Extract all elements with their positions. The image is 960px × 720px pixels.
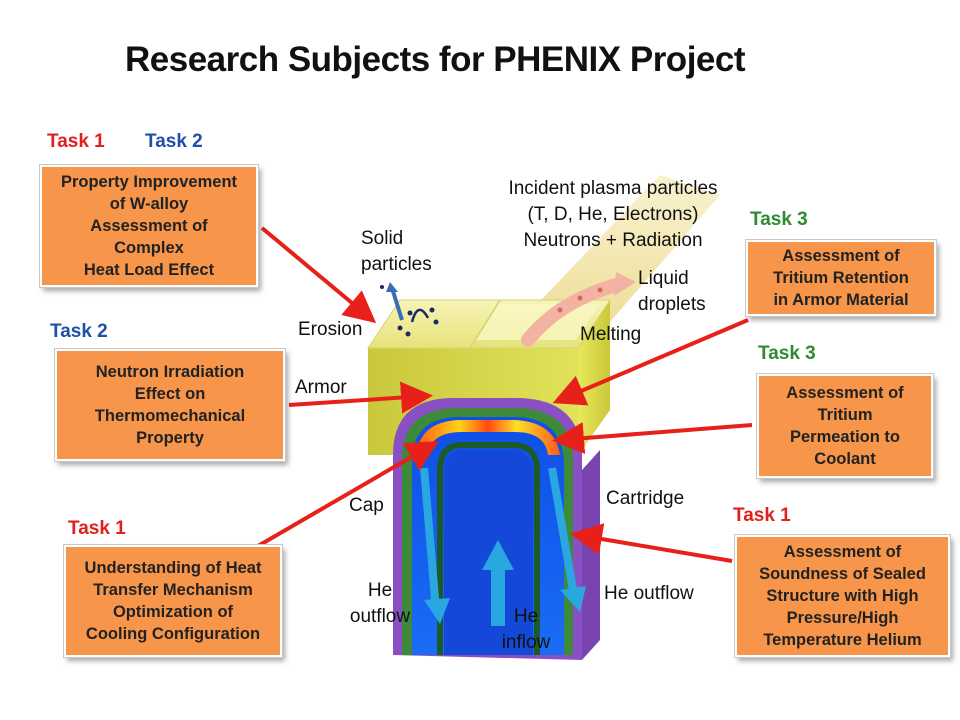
task-label-task1-soundness: Task 1: [733, 505, 791, 526]
arrow-walloy: [260, 226, 377, 324]
box-walloy: Property Improvement of W-alloy Assessme…: [39, 164, 259, 288]
box-tritium-retention: Assessment of Tritium Retention in Armor…: [745, 239, 937, 317]
he-inflow-line: inflow: [501, 632, 551, 653]
liquid-line: droplets: [638, 294, 706, 315]
task-label-task2-walloy: Task 2: [145, 131, 203, 152]
box-permeation-line: Assessment of: [786, 384, 904, 402]
cap-label: Cap: [349, 495, 384, 516]
he-inflow-label: He inflow: [488, 604, 564, 656]
box-neutron-line: Property: [136, 429, 204, 447]
incident-line: Neutrons + Radiation: [523, 230, 703, 251]
box-neutron-line: Neutron Irradiation: [95, 363, 245, 381]
box-retention-line: Assessment of: [782, 247, 900, 265]
task-label-task1-heat: Task 1: [68, 518, 126, 539]
he-outflow-left-label: He outflow: [338, 578, 422, 630]
heat-region: [416, 420, 560, 458]
box-soundness-line: Pressure/High: [786, 609, 899, 627]
liquid-droplets-icon: [521, 272, 636, 347]
inner-lining: [437, 442, 540, 655]
box-neutron-line: Effect on: [134, 385, 206, 403]
box-retention-line: in Armor Material: [773, 291, 909, 309]
page-title: Research Subjects for PHENIX Project: [125, 40, 746, 79]
arrow-heat-transfer: [256, 440, 439, 548]
armor-side-face: [578, 300, 610, 455]
task-label-task1-walloy: Task 1: [47, 131, 105, 152]
solid-particles-icon: [380, 282, 439, 337]
solid-particles-label: Solid particles: [361, 226, 432, 278]
task-label-task3-permeation: Task 3: [758, 343, 816, 364]
cartridge-side: [582, 450, 600, 660]
armor-label: Armor: [295, 377, 347, 398]
box-permeation-line: Tritium: [817, 406, 873, 424]
solid-line: particles: [361, 254, 432, 275]
arrow-soundness: [570, 523, 733, 563]
box-retention-line: Tritium Retention: [773, 269, 909, 287]
arrow-neutron: [288, 381, 433, 414]
he-outflow-left-line: He: [367, 580, 393, 601]
box-neutron-line: Thermomechanical: [94, 407, 246, 425]
he-outflow-right-arrow: [548, 467, 586, 612]
liquid-line: Liquid: [638, 268, 689, 289]
task-label-task3-retention: Task 3: [750, 209, 808, 230]
box-heat-transfer-line: Understanding of Heat: [84, 559, 262, 577]
solid-line: Solid: [361, 228, 404, 249]
box-soundness-line: Soundness of Sealed: [759, 565, 926, 583]
box-soundness-line: Temperature Helium: [763, 631, 922, 649]
liquid-droplets-label: Liquid droplets: [638, 266, 706, 318]
box-soundness: Assessment of Soundness of Sealed Struct…: [734, 534, 951, 658]
he-inflow-arrow: [482, 540, 514, 626]
box-walloy-line: Complex: [114, 239, 184, 257]
box-heat-transfer-line: Cooling Configuration: [85, 625, 261, 643]
he-inflow-line: He: [513, 606, 539, 627]
arrow-retention: [552, 318, 749, 406]
box-permeation-line: Coolant: [814, 450, 876, 468]
box-walloy-line: Assessment of: [90, 217, 208, 235]
incident-line: (T, D, He, Electrons): [527, 204, 699, 225]
box-heat-transfer-line: Transfer Mechanism: [93, 581, 253, 599]
box-permeation-line: Permeation to: [789, 428, 900, 446]
melting-label: Melting: [580, 324, 642, 345]
box-walloy-line: Heat Load Effect: [83, 261, 215, 279]
task-label-task2-neutron: Task 2: [50, 321, 108, 342]
box-walloy-line: of W-alloy: [109, 195, 189, 213]
box-soundness-line: Assessment of: [783, 543, 902, 561]
box-walloy-line: Property Improvement: [60, 173, 238, 191]
box-heat-transfer: Understanding of Heat Transfer Mechanism…: [63, 544, 283, 658]
erosion-label: Erosion: [298, 319, 363, 340]
box-neutron: Neutron Irradiation Effect on Thermomech…: [54, 348, 286, 462]
inner-coolant: [444, 450, 533, 655]
cartridge-label: Cartridge: [606, 488, 685, 509]
armor-top-divider: [469, 299, 501, 349]
incident-line: Incident plasma particles: [508, 178, 718, 199]
box-tritium-permeation: Assessment of Tritium Permeation to Cool…: [756, 373, 934, 479]
box-soundness-line: Structure with High: [766, 587, 919, 605]
arrow-permeation: [552, 422, 753, 455]
he-outflow-right-label: He outflow: [604, 583, 694, 604]
he-outflow-left-arrow: [420, 467, 450, 624]
incident-particles-label: Incident plasma particles (T, D, He, Ele…: [488, 176, 738, 254]
he-outflow-left-line: outflow: [349, 606, 411, 627]
box-heat-transfer-line: Optimization of: [112, 603, 234, 621]
